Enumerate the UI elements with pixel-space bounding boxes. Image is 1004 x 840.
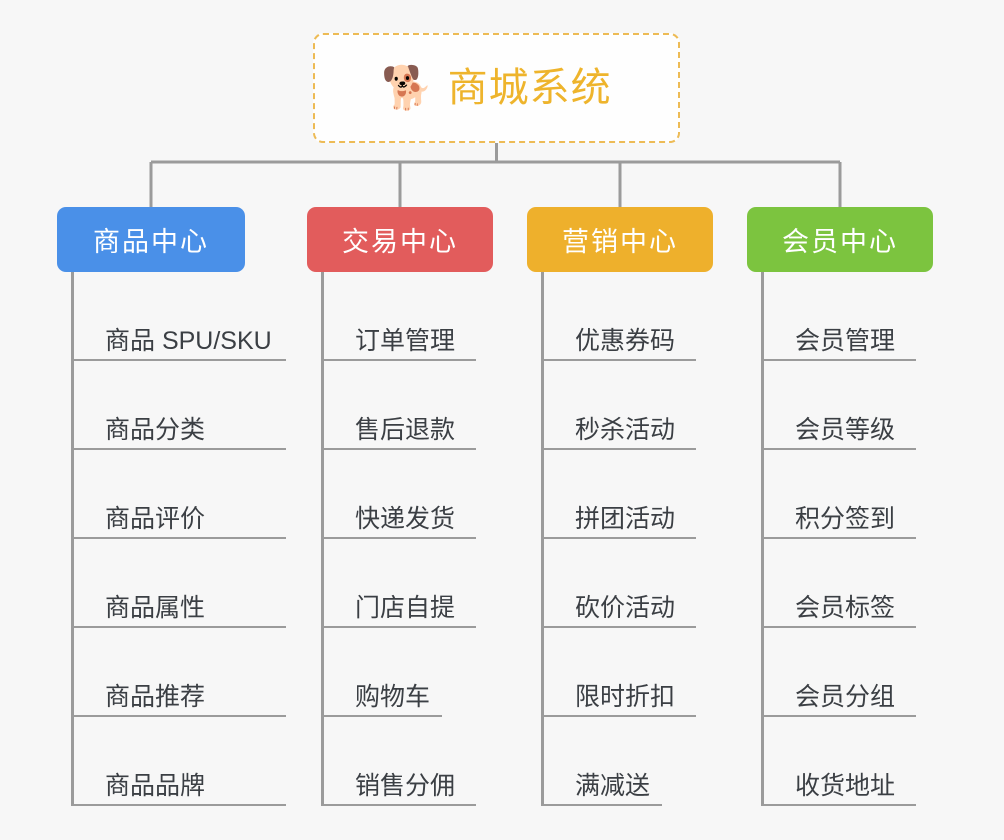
leaf-node-underline — [321, 359, 476, 361]
category-header-label: 营销中心 — [562, 227, 678, 257]
leaf-node-underline — [761, 359, 916, 361]
leaf-node-underline — [761, 715, 916, 717]
leaf-node[interactable]: 积分签到 — [747, 450, 933, 539]
leaf-node-label: 会员等级 — [795, 416, 896, 444]
category-header-product-center[interactable]: 商品中心 — [57, 207, 245, 272]
column-trunk-line — [321, 272, 324, 806]
leaf-node-underline — [321, 537, 476, 539]
leaf-node-underline — [71, 359, 286, 361]
leaf-node-label: 限时折扣 — [575, 683, 676, 711]
leaf-node-underline — [71, 626, 286, 628]
leaf-node[interactable]: 砍价活动 — [527, 539, 713, 628]
leaf-node-label: 优惠券码 — [575, 327, 676, 355]
leaf-node[interactable]: 门店自提 — [307, 539, 493, 628]
leaf-node-label: 商品分类 — [105, 416, 206, 444]
leaf-node[interactable]: 会员分组 — [747, 628, 933, 717]
leaf-node-underline — [541, 804, 662, 806]
leaf-node-underline — [761, 804, 916, 806]
category-header-label: 商品中心 — [93, 227, 209, 257]
leaf-node-label: 会员标签 — [795, 594, 896, 622]
leaf-node-underline — [761, 537, 916, 539]
leaf-node-underline — [541, 448, 696, 450]
category-column-member-center: 会员中心会员管理会员等级积分签到会员标签会员分组收货地址 — [747, 207, 933, 806]
category-header-trade-center[interactable]: 交易中心 — [307, 207, 493, 272]
leaf-node-label: 商品品牌 — [105, 772, 206, 800]
leaf-node[interactable]: 销售分佣 — [307, 717, 493, 806]
leaf-node-underline — [541, 626, 696, 628]
leaf-node-label: 商品 SPU/SKU — [105, 327, 272, 355]
leaf-node-underline — [541, 359, 696, 361]
leaf-node[interactable]: 会员管理 — [747, 272, 933, 361]
leaf-node[interactable]: 售后退款 — [307, 361, 493, 450]
root-title: 商城系统 — [447, 66, 612, 110]
leaf-node[interactable]: 限时折扣 — [527, 628, 713, 717]
leaf-node[interactable]: 会员标签 — [747, 539, 933, 628]
leaf-node[interactable]: 商品属性 — [57, 539, 286, 628]
leaf-node[interactable]: 商品 SPU/SKU — [57, 272, 286, 361]
leaf-node-label: 拼团活动 — [575, 505, 676, 533]
leaf-node-underline — [321, 448, 476, 450]
category-column-marketing-center: 营销中心优惠券码秒杀活动拼团活动砍价活动限时折扣满减送 — [527, 207, 713, 806]
leaf-node-label: 砍价活动 — [575, 594, 676, 622]
leaf-node[interactable]: 秒杀活动 — [527, 361, 713, 450]
leaf-list: 订单管理售后退款快递发货门店自提购物车销售分佣 — [307, 272, 493, 806]
leaf-node[interactable]: 满减送 — [527, 717, 713, 806]
leaf-node-label: 积分签到 — [795, 505, 896, 533]
leaf-node-underline — [541, 537, 696, 539]
leaf-node[interactable]: 商品品牌 — [57, 717, 286, 806]
leaf-node-label: 购物车 — [355, 683, 431, 711]
category-header-member-center[interactable]: 会员中心 — [747, 207, 933, 272]
leaf-node[interactable]: 会员等级 — [747, 361, 933, 450]
category-header-marketing-center[interactable]: 营销中心 — [527, 207, 713, 272]
dog-face-icon: 🐕 — [381, 64, 434, 111]
leaf-node-underline — [71, 537, 286, 539]
leaf-node[interactable]: 商品分类 — [57, 361, 286, 450]
leaf-node[interactable]: 优惠券码 — [527, 272, 713, 361]
column-trunk-line — [541, 272, 544, 806]
leaf-node-label: 快递发货 — [355, 505, 456, 533]
leaf-node-underline — [321, 715, 442, 717]
leaf-node[interactable]: 拼团活动 — [527, 450, 713, 539]
leaf-node[interactable]: 订单管理 — [307, 272, 493, 361]
category-header-label: 会员中心 — [782, 227, 898, 257]
leaf-node-underline — [71, 715, 286, 717]
leaf-node-underline — [71, 804, 286, 806]
leaf-node-underline — [541, 715, 696, 717]
leaf-node-label: 满减送 — [575, 772, 651, 800]
leaf-node-label: 售后退款 — [355, 416, 456, 444]
leaf-node-label: 商品属性 — [105, 594, 206, 622]
leaf-node-underline — [321, 626, 476, 628]
leaf-node-label: 销售分佣 — [355, 772, 456, 800]
leaf-list: 优惠券码秒杀活动拼团活动砍价活动限时折扣满减送 — [527, 272, 713, 806]
column-trunk-line — [71, 272, 74, 806]
leaf-node-underline — [761, 626, 916, 628]
leaf-node-label: 会员分组 — [795, 683, 896, 711]
leaf-node[interactable]: 商品评价 — [57, 450, 286, 539]
leaf-node-label: 秒杀活动 — [575, 416, 676, 444]
leaf-node[interactable]: 购物车 — [307, 628, 493, 717]
leaf-node-label: 门店自提 — [355, 594, 456, 622]
leaf-node-underline — [761, 448, 916, 450]
category-column-product-center: 商品中心商品 SPU/SKU 商品分类商品评价商品属性商品推荐商品品牌 — [57, 207, 286, 806]
leaf-node-label: 订单管理 — [355, 327, 456, 355]
leaf-node-underline — [71, 448, 286, 450]
leaf-node-underline — [321, 804, 476, 806]
leaf-node[interactable]: 商品推荐 — [57, 628, 286, 717]
category-header-label: 交易中心 — [342, 227, 458, 257]
leaf-node[interactable]: 快递发货 — [307, 450, 493, 539]
leaf-list: 商品 SPU/SKU 商品分类商品评价商品属性商品推荐商品品牌 — [57, 272, 286, 806]
leaf-node[interactable]: 收货地址 — [747, 717, 933, 806]
leaf-node-label: 收货地址 — [795, 772, 896, 800]
column-trunk-line — [761, 272, 764, 806]
leaf-list: 会员管理会员等级积分签到会员标签会员分组收货地址 — [747, 272, 933, 806]
category-column-trade-center: 交易中心订单管理售后退款快递发货门店自提购物车销售分佣 — [307, 207, 493, 806]
leaf-node-label: 会员管理 — [795, 327, 896, 355]
leaf-node-label: 商品评价 — [105, 505, 206, 533]
leaf-node-label: 商品推荐 — [105, 683, 206, 711]
root-node[interactable]: 🐕 商城系统 — [313, 33, 680, 143]
